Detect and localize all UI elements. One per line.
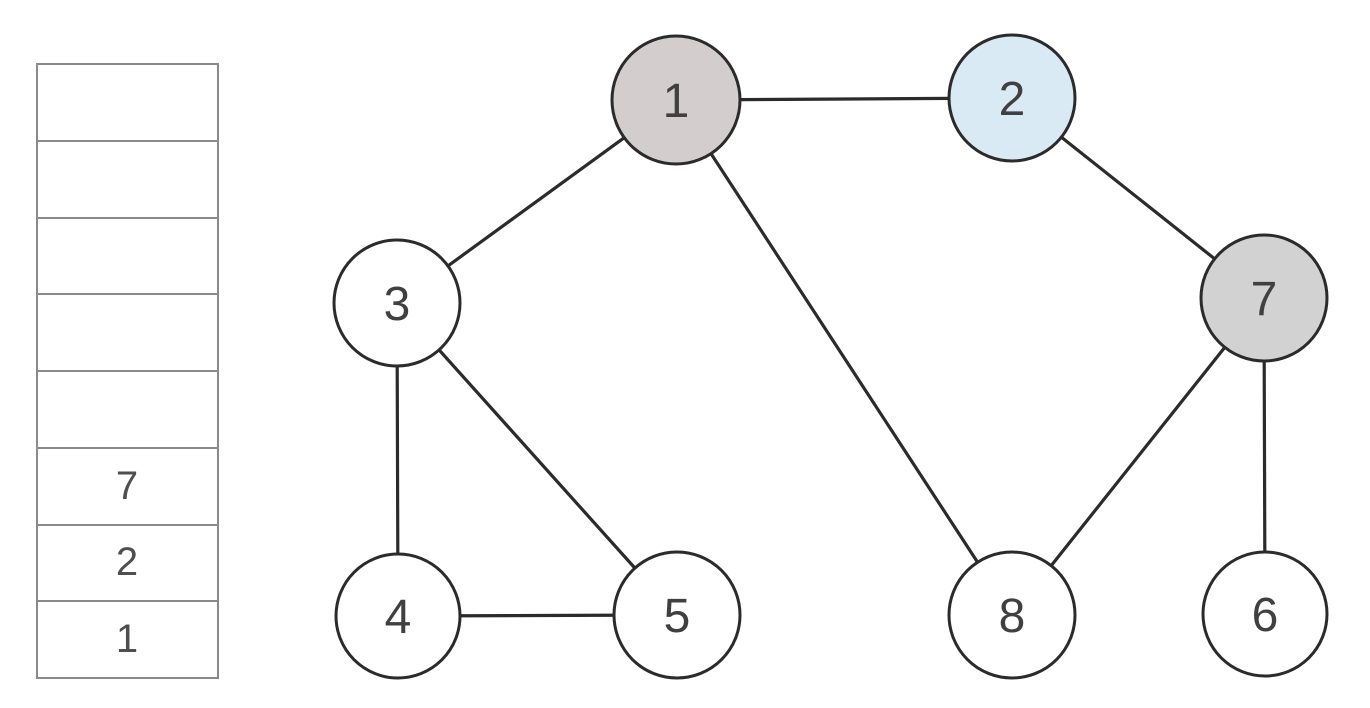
graph-node-circle-3: [332, 238, 462, 368]
graph-node-circle-8: [947, 550, 1077, 680]
graph-node-circle-1: [610, 34, 742, 166]
graph-node-label-6: 6: [1252, 589, 1279, 642]
graph-edge-7-8: [1010, 296, 1266, 617]
graph-node-1: 1: [610, 34, 742, 166]
stack-cell-7: 1: [38, 600, 217, 677]
graph-node-label-7: 7: [1251, 273, 1278, 326]
graph-node-label-3: 3: [384, 278, 411, 331]
graph-node-label-2: 2: [999, 73, 1026, 126]
stack-cell-6: 2: [38, 523, 217, 601]
graph-node-8: 8: [947, 550, 1077, 680]
graph-edge-3-5: [395, 301, 679, 617]
graph-node-label-4: 4: [385, 591, 412, 644]
graph-node-3: 3: [332, 238, 462, 368]
graph-node-label-1: 1: [663, 75, 690, 128]
graph-edge-1-8: [674, 98, 1014, 617]
graph-node-circle-4: [334, 552, 462, 680]
graph-node-label-8: 8: [999, 590, 1026, 643]
stack-cell-5: 7: [38, 446, 217, 524]
graph-node-circle-2: [947, 33, 1077, 163]
stack-cell-4: [38, 370, 217, 447]
graph-node-4: 4: [334, 552, 462, 680]
graph-node-circle-5: [612, 550, 742, 680]
graph-node-circle-7: [1199, 233, 1329, 363]
graph-node-circle-6: [1201, 550, 1329, 678]
stack-cell-3: [38, 293, 217, 370]
graph-node-5: 5: [612, 550, 742, 680]
stack-cell-2: [38, 216, 217, 294]
graph-node-2: 2: [947, 33, 1077, 163]
stack-cell-1: [38, 139, 217, 217]
graph-node-7: 7: [1199, 233, 1329, 363]
graph-node-label-5: 5: [664, 590, 691, 643]
graph-node-6: 6: [1201, 550, 1329, 678]
